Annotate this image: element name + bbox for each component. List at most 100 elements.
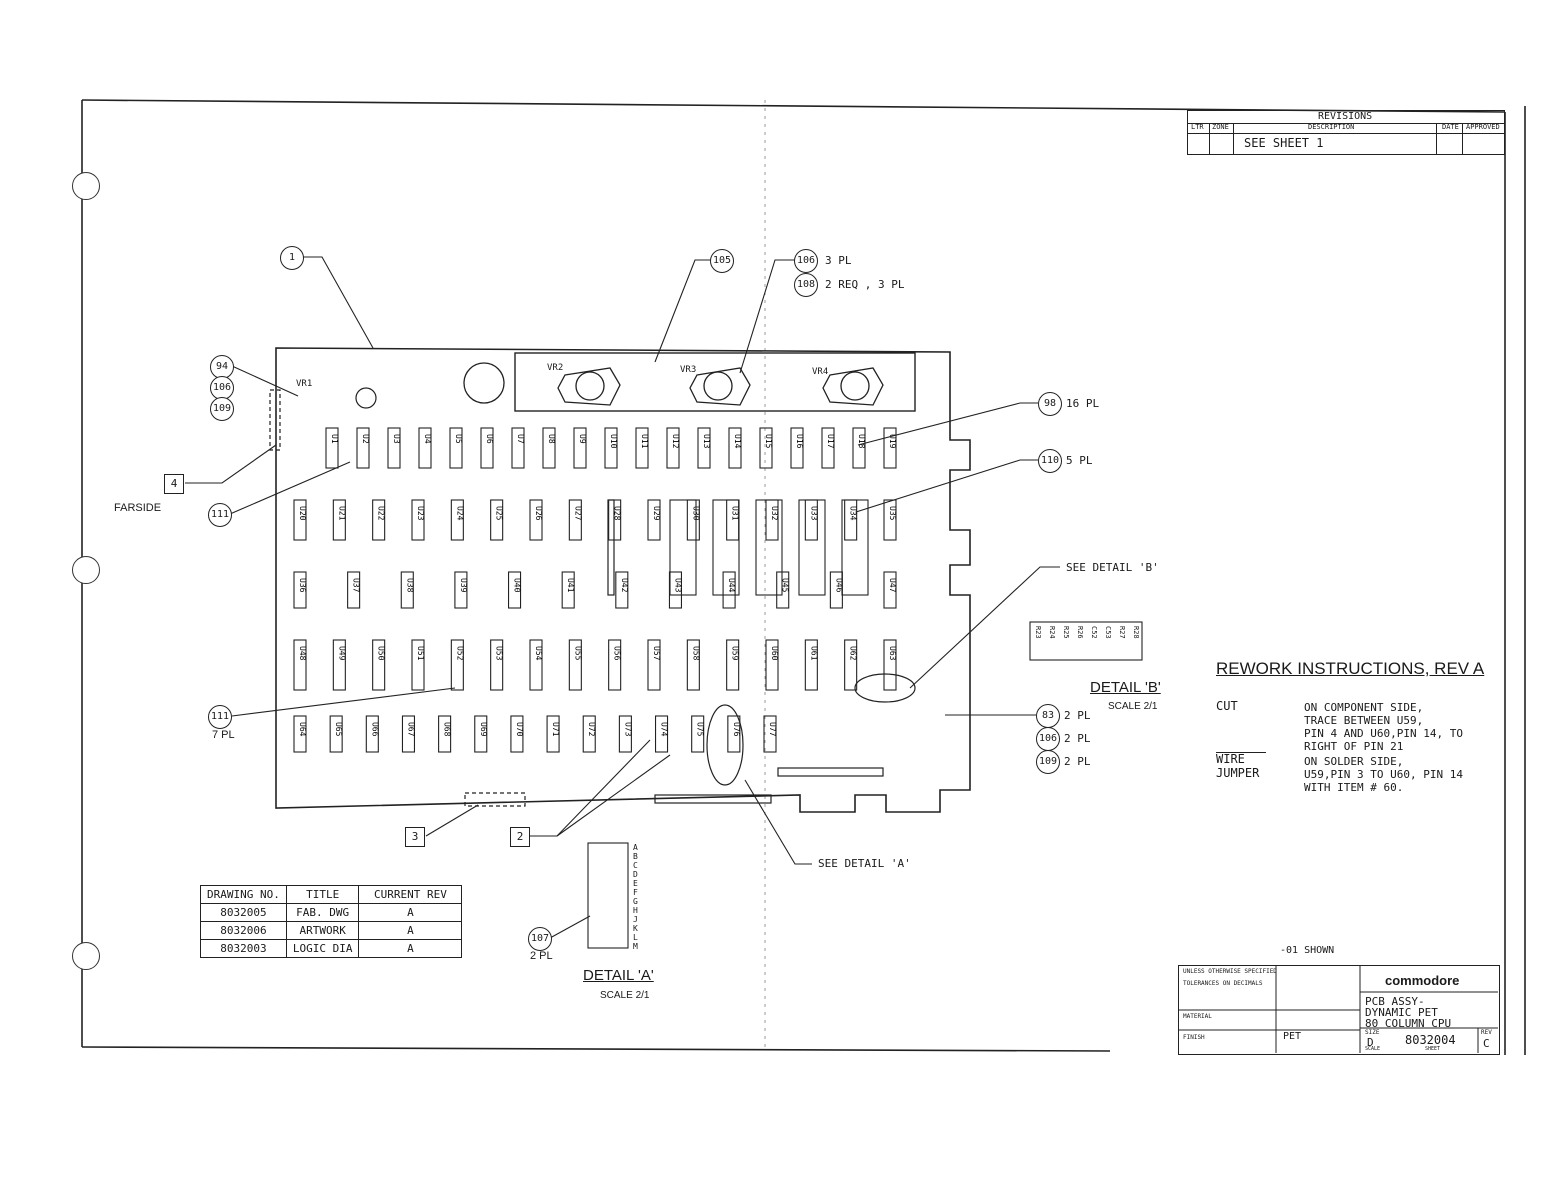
ic-u63: [883, 639, 897, 691]
ic-label-u33: U33: [809, 506, 818, 521]
ic-label-u19: U19: [888, 434, 897, 449]
ic-label-u60: U60: [770, 646, 779, 661]
revisions-entry: SEE SHEET 1: [1244, 136, 1324, 150]
ic-u40: [507, 571, 522, 609]
ic-u76: [727, 715, 741, 753]
ic-u67: [401, 715, 416, 753]
callout-111b: 111: [208, 705, 232, 729]
ic-label-u28: U28: [613, 506, 622, 521]
title-line-3: 80 COLUMN CPU: [1365, 1017, 1452, 1030]
ic-label-u5: U5: [454, 434, 463, 444]
ic-u12: [666, 427, 680, 469]
ic-u77: [763, 715, 777, 753]
ic-label-u39: U39: [459, 578, 468, 593]
table-cell: 8032005: [200, 903, 287, 922]
ic-label-u42: U42: [620, 578, 629, 593]
see-detail-a: SEE DETAIL 'A': [818, 857, 911, 870]
ic-u61: [804, 639, 818, 691]
ic-u4: [418, 427, 432, 469]
ic-label-u66: U66: [370, 722, 379, 737]
ic-u55: [568, 639, 582, 691]
title-block: UNLESS OTHERWISE SPECIFIED TOLERANCES ON…: [1178, 965, 1500, 1055]
table-header: TITLE: [285, 885, 360, 904]
ic-label-u8: U8: [547, 434, 556, 444]
ic-u35: [883, 499, 897, 541]
ic-label-u58: U58: [691, 646, 700, 661]
table-row: 8032006 ARTWORK A: [200, 921, 463, 940]
callout-106c-note: 2 PL: [1064, 732, 1091, 745]
revisions-title: REVISIONS: [1318, 111, 1373, 122]
ic-u72: [582, 715, 596, 753]
ic-u20: [293, 499, 307, 541]
ic-u17: [821, 427, 835, 469]
detail-b-part-r24: R24: [1048, 626, 1056, 639]
ic-label-u49: U49: [337, 646, 346, 661]
rework-divider: [1216, 752, 1266, 753]
detail-b-parts: [1029, 621, 1143, 661]
vr1-label: VR1: [296, 379, 313, 389]
ic-label-u38: U38: [405, 578, 414, 593]
ic-label-u46: U46: [834, 578, 843, 593]
rev-value: C: [1483, 1037, 1490, 1050]
ic-body-u34: [841, 499, 869, 596]
ic-label-u72: U72: [587, 722, 596, 737]
ic-u13: [697, 427, 711, 469]
ic-label-u34: U34: [849, 506, 858, 521]
detail-a-chip: [587, 842, 629, 949]
ic-u26: [529, 499, 543, 541]
table-header-row: DRAWING NO. TITLE CURRENT REV: [200, 885, 463, 904]
rework-wire-label: WIRE: [1216, 752, 1245, 766]
ic-body-u30: [669, 499, 697, 596]
ic-u23: [411, 499, 425, 541]
ic-label-u57: U57: [652, 646, 661, 661]
callout-83-note: 2 PL: [1064, 709, 1091, 722]
ic-label-u18: U18: [857, 434, 866, 449]
title-block-used-on: PET: [1283, 1031, 1302, 1042]
rework-title: REWORK INSTRUCTIONS, REV A: [1216, 659, 1485, 678]
capacitor-c5: [463, 362, 505, 404]
table-cell: FAB. DWG: [285, 903, 360, 922]
ic-label-u50: U50: [377, 646, 386, 661]
ic-label-u54: U54: [534, 646, 543, 661]
callout-108-note: 2 REQ , 3 PL: [825, 278, 905, 291]
ic-u73: [618, 715, 632, 753]
ic-u37: [347, 571, 361, 609]
voltage-regulators: [557, 367, 884, 406]
table-cell: LOGIC DIA: [285, 939, 360, 958]
ic-u21: [332, 499, 346, 541]
vr4-label: VR4: [812, 367, 829, 377]
callout-4: 4: [164, 474, 184, 494]
ic-u10: [604, 427, 618, 469]
detail-b-part-r23: R23: [1034, 626, 1042, 639]
ic-u19: [883, 427, 897, 469]
pcb-outline: [275, 347, 971, 813]
revisions-col-date: DATE: [1442, 123, 1459, 131]
ic-label-u11: U11: [640, 434, 649, 449]
ic-label-u75: U75: [696, 722, 705, 737]
ic-label-u13: U13: [702, 434, 711, 449]
see-detail-b: SEE DETAIL 'B': [1066, 561, 1159, 574]
ic-label-u74: U74: [660, 722, 669, 737]
detail-b-part-c53: C53: [1104, 626, 1112, 639]
ic-u49: [332, 639, 346, 691]
ic-u71: [546, 715, 560, 753]
detail-b-part-c52: C52: [1090, 626, 1098, 639]
ic-label-u22: U22: [377, 506, 386, 521]
ic-label-u7: U7: [516, 434, 525, 444]
ic-label-u31: U31: [731, 506, 740, 521]
ic-label-u23: U23: [416, 506, 425, 521]
ic-label-u51: U51: [416, 646, 425, 661]
ic-label-u40: U40: [513, 578, 522, 593]
callout-106: 106: [794, 249, 818, 273]
ic-label-u36: U36: [298, 578, 307, 593]
ic-label-u45: U45: [781, 578, 790, 593]
callout-83: 83: [1036, 704, 1060, 728]
rework-cut-line-3: PIN 4 AND U60,PIN 14, TO: [1304, 727, 1463, 740]
farside-label: FARSIDE: [114, 502, 162, 514]
ic-label-u48: U48: [298, 646, 307, 661]
ic-label-u26: U26: [534, 506, 543, 521]
sheet-label: SHEET: [1425, 1046, 1441, 1052]
vr2-label: VR2: [547, 363, 564, 373]
rework-jumper-label: JUMPER: [1216, 766, 1260, 780]
